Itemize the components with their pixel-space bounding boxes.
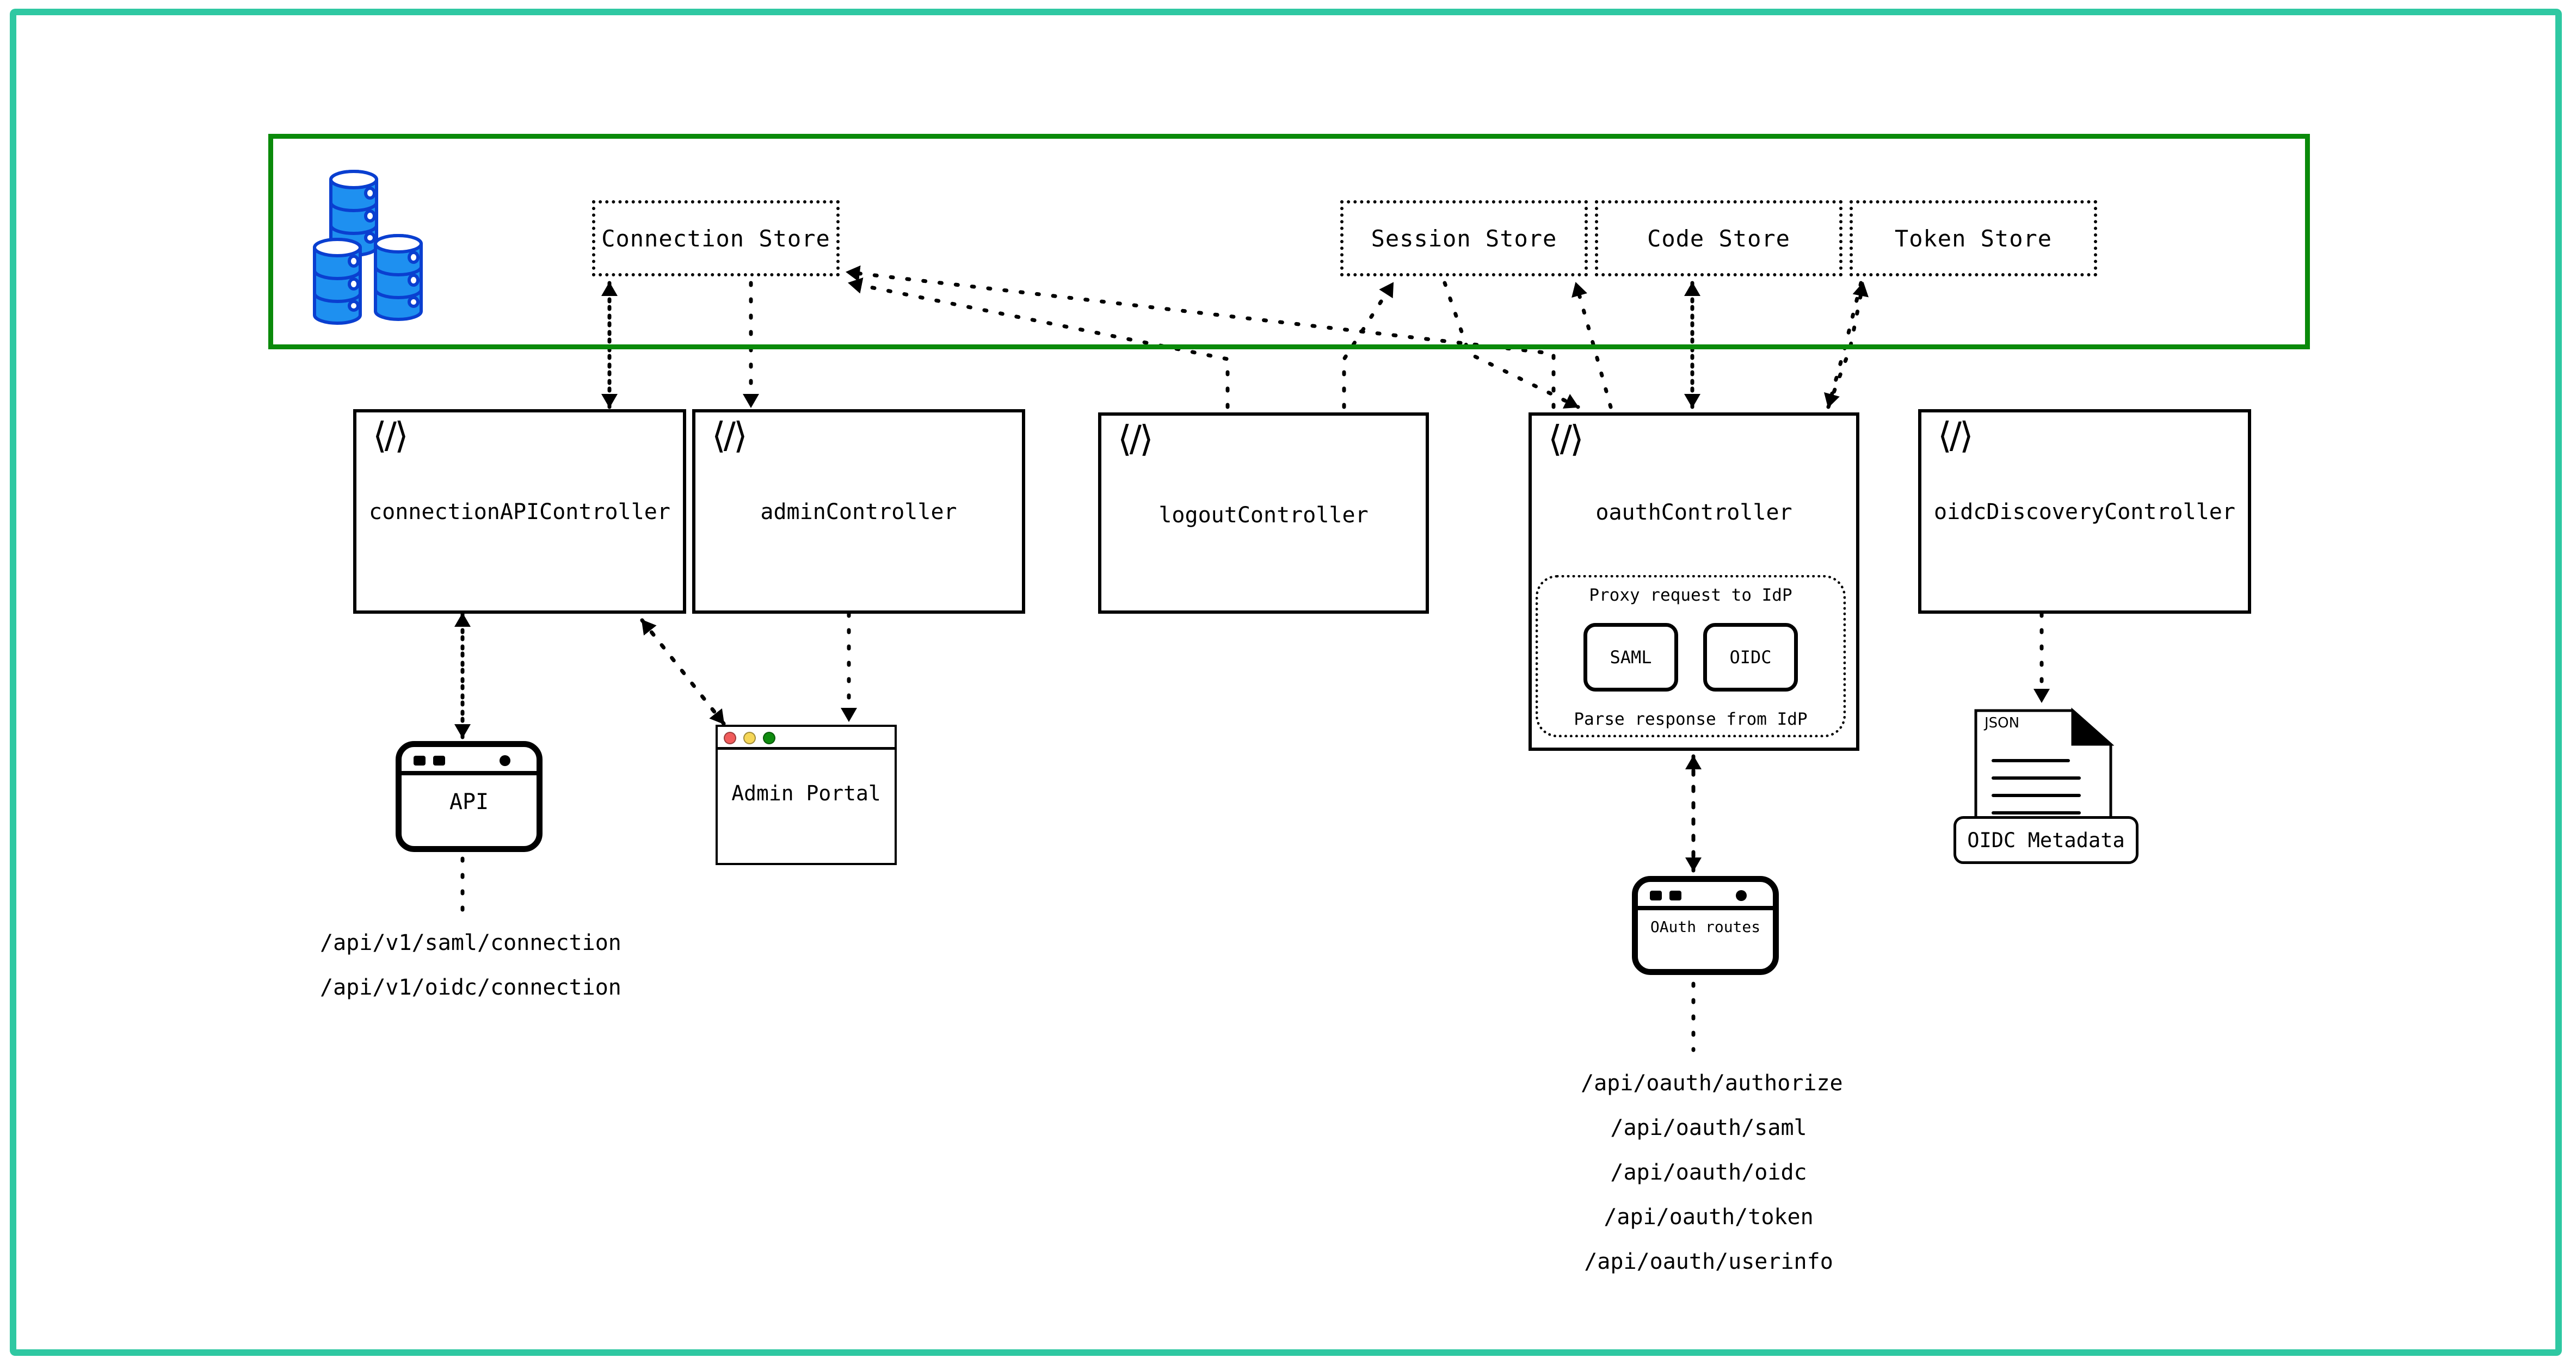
- window-control-circle: [1736, 890, 1747, 901]
- controller-label: logoutController: [1158, 503, 1369, 528]
- window-control-square-2: [1669, 891, 1681, 900]
- path-item: /api/oauth/userinfo: [1584, 1249, 1833, 1274]
- store-box-session[interactable]: Session Store: [1340, 200, 1588, 276]
- window-divider: [1638, 906, 1773, 910]
- path-item: /api/v1/oidc/connection: [320, 975, 621, 1000]
- portal-titlebar: [718, 727, 895, 750]
- code-tag-icon: ⟨/⟩: [712, 415, 748, 456]
- controller-label: adminController: [760, 499, 957, 524]
- code-tag-icon: ⟨/⟩: [1548, 418, 1584, 460]
- controller-logout[interactable]: ⟨/⟩ logoutController: [1098, 412, 1429, 614]
- connection-api-path-list: /api/v1/saml/connection /api/v1/oidc/con…: [320, 921, 621, 1010]
- admin-portal-window[interactable]: Admin Portal: [716, 725, 897, 865]
- idp-parse-caption: Parse response from IdP: [1574, 709, 1808, 729]
- admin-portal-label: Admin Portal: [731, 781, 881, 805]
- traffic-light-red-icon: [724, 732, 736, 744]
- traffic-light-green-icon: [763, 732, 775, 744]
- controller-oidc-discovery[interactable]: ⟨/⟩ oidcDiscoveryController: [1918, 409, 2251, 614]
- window-control-circle: [500, 755, 510, 766]
- store-container: [268, 134, 2310, 349]
- code-tag-icon: ⟨/⟩: [373, 415, 409, 456]
- store-box-token[interactable]: Token Store: [1850, 200, 2097, 276]
- code-tag-icon: ⟨/⟩: [1118, 418, 1154, 460]
- idp-chip-row: SAML OIDC: [1583, 623, 1798, 692]
- outer-frame: [10, 9, 2562, 1356]
- store-box-connection[interactable]: Connection Store: [592, 200, 840, 276]
- idp-chip-oidc[interactable]: OIDC: [1703, 623, 1798, 692]
- path-item: /api/oauth/authorize: [1581, 1071, 1843, 1096]
- controller-connection-api[interactable]: ⟨/⟩ connectionAPIController: [353, 409, 686, 614]
- json-label: JSON: [1985, 715, 2020, 731]
- window-control-square-2: [433, 756, 445, 766]
- window-control-square-1: [1650, 891, 1662, 900]
- path-item: /api/oauth/saml: [1610, 1115, 1807, 1140]
- path-item: /api/v1/saml/connection: [320, 930, 621, 955]
- path-item: /api/oauth/oidc: [1610, 1160, 1807, 1185]
- store-box-code[interactable]: Code Store: [1595, 200, 1842, 276]
- oidc-metadata-label: OIDC Metadata: [1953, 816, 2139, 864]
- controller-admin[interactable]: ⟨/⟩ adminController: [692, 409, 1025, 614]
- window-control-square-1: [414, 756, 426, 766]
- controller-label: oidcDiscoveryController: [1934, 499, 2235, 524]
- controller-label: connectionAPIController: [369, 499, 670, 524]
- idp-proxy-caption: Proxy request to IdP: [1589, 585, 1792, 605]
- oauth-path-list: /api/oauth/authorize /api/oauth/saml /ap…: [1581, 1061, 1843, 1284]
- window-divider: [402, 771, 537, 775]
- api-label: API: [449, 789, 489, 814]
- controller-label: oauthController: [1595, 500, 1792, 525]
- traffic-light-yellow-icon: [743, 732, 756, 744]
- api-client-shape[interactable]: API: [396, 741, 543, 852]
- oauth-routes-label: OAuth routes: [1650, 918, 1761, 936]
- oauth-routes-shape[interactable]: OAuth routes: [1632, 876, 1779, 975]
- idp-chip-saml[interactable]: SAML: [1583, 623, 1678, 692]
- code-tag-icon: ⟨/⟩: [1938, 415, 1974, 456]
- path-item: /api/oauth/token: [1604, 1205, 1814, 1230]
- idp-proxy-block: Proxy request to IdP SAML OIDC Parse res…: [1536, 575, 1846, 737]
